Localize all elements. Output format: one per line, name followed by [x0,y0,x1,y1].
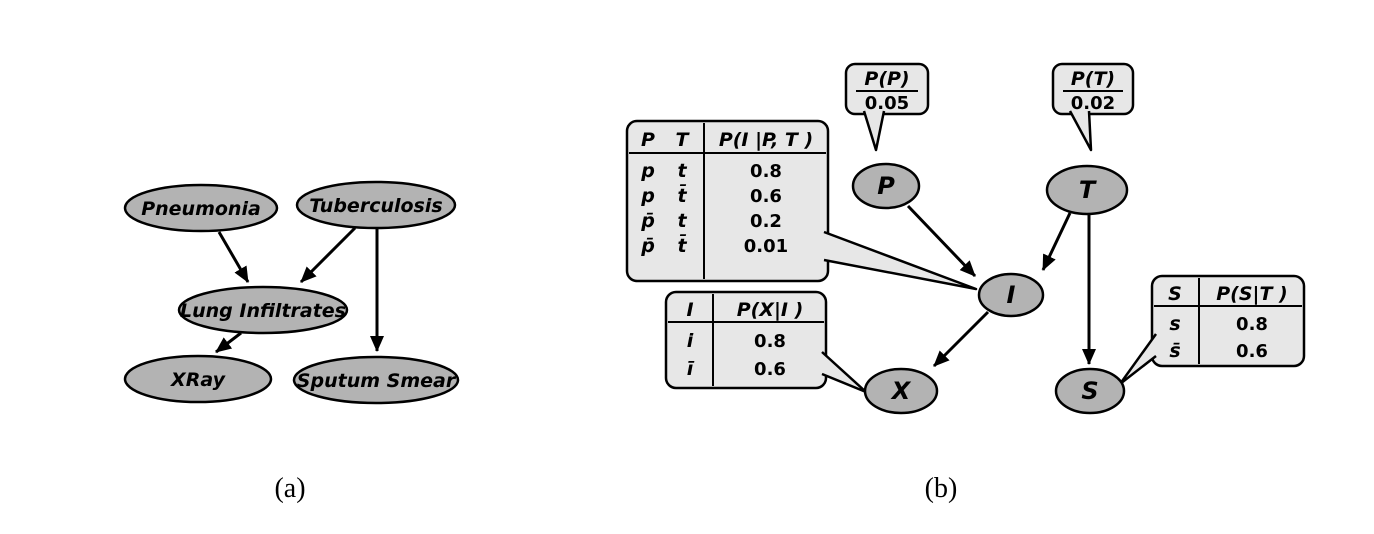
callout-prior-p: P(P) 0.05 [844,62,930,152]
sputum-smear-ellipse [292,355,460,405]
node-i: I [977,272,1045,318]
node-p: P [851,162,921,210]
tuberculosis-ellipse [295,180,457,230]
cpt-i-r3-t: t [677,210,687,232]
cpt-x-bubble [664,290,828,390]
cpt-i-r3-p: p̄ [640,210,655,232]
cpt-s-bubble [1150,274,1306,368]
i-ellipse [977,272,1045,318]
edge-t-to-i [1041,212,1072,271]
edge-pneumonia-to-lung-infiltrates [217,231,250,283]
edge-i-to-x [932,310,990,368]
xray-label: XRay [170,369,227,391]
cpt-i-r1-val: 0.8 [750,161,782,182]
callout-cpt-i: P T P(I |P, T ) p t 0.8 p t̄ 0.6 p̄ t 0.… [625,119,978,291]
cpt-i-r4-val: 0.01 [744,236,788,257]
tuberculosis-label: Tuberculosis [309,195,442,217]
s-ellipse [1054,367,1126,415]
node-x: X [863,367,939,415]
prior-p-value: 0.05 [865,93,909,114]
cpt-i-bubble-tail [823,230,978,291]
node-t: T [1045,164,1129,216]
node-tuberculosis: Tuberculosis [295,180,457,230]
sputum-smear-label: Sputum Smear [297,370,457,392]
pneumonia-ellipse [123,183,279,233]
cpt-x-r2-val: 0.6 [754,359,786,380]
cpt-s-header-prob: P(S|T ) [1216,283,1288,305]
cpt-s-bubble-tail [1118,333,1158,386]
cpt-s-r2-val: 0.6 [1236,341,1268,362]
cpt-i-r4-p: p̄ [640,235,655,257]
cpt-i-r1-p: p [640,160,655,182]
caption-a: (a) [274,473,305,504]
cpt-s-r2-s: s̄ [1169,340,1180,362]
callout-prior-t: P(T) 0.02 [1051,62,1135,152]
t-label: T [1079,176,1097,204]
prior-p-title: P(P) [864,68,909,90]
cpt-i-r1-t: t [677,160,687,182]
cpt-x-r1-i: i [687,330,694,352]
cpt-i-r2-p: p [640,185,655,207]
s-label: S [1081,377,1098,405]
cpt-i-r3-val: 0.2 [750,211,782,232]
node-xray: XRay [123,354,273,404]
p-label: P [877,172,895,200]
panel-b: P(P) 0.05 P(T) 0.02 P T P(I |P, T ) [625,62,1306,504]
cpt-x-header-i: I [686,299,693,321]
t-ellipse [1045,164,1129,216]
cpt-i-header-prob: P(I |P, T ) [719,129,813,151]
prior-p-bubble-tail [862,110,886,152]
cpt-x-bubble-tail [821,351,868,394]
panel-a: Pneumonia Tuberculosis Lung Infiltrates … [123,180,460,504]
cpt-s-r1-s: s [1169,313,1180,335]
cpt-i-header-t: T [676,129,691,151]
cpt-x-r1-val: 0.8 [754,331,786,352]
callout-cpt-x: I P(X|I ) i 0.8 ī 0.6 [664,290,868,394]
cpt-x-r2-i: ī [687,358,695,380]
prior-t-value: 0.02 [1071,93,1115,114]
cpt-s-header-s: S [1168,283,1182,305]
node-pneumonia: Pneumonia [123,183,279,233]
xray-ellipse [123,354,273,404]
cpt-s-r1-val: 0.8 [1236,314,1268,335]
lung-infiltrates-label: Lung Infiltrates [180,300,346,322]
cpt-i-r2-val: 0.6 [750,186,782,207]
cpt-i-bubble [625,119,830,283]
edge-lung-infiltrates-to-xray [215,331,242,354]
x-label: X [890,377,912,405]
cpt-x-header-prob: P(X|I ) [737,299,804,321]
cpt-i-header-p: P [641,129,655,151]
prior-t-title: P(T) [1071,68,1115,90]
node-sputum-smear: Sputum Smear [292,355,460,405]
x-ellipse [863,367,939,415]
cpt-i-r2-t: t̄ [677,184,687,207]
node-s: S [1054,367,1126,415]
prior-p-bubble [844,62,930,116]
cpt-i-r4-t: t̄ [677,234,687,257]
p-ellipse [851,162,921,210]
caption-b: (b) [925,473,958,504]
lung-infiltrates-ellipse [177,285,349,335]
pneumonia-label: Pneumonia [141,198,261,220]
callout-cpt-s: S P(S|T ) s 0.8 s̄ 0.6 [1118,274,1306,386]
prior-t-bubble [1051,62,1135,116]
prior-t-bubble-tail [1068,110,1093,152]
edge-p-to-i [906,204,977,278]
edge-tuberculosis-to-lung-infiltrates [299,226,357,284]
i-label: I [1007,281,1016,309]
node-lung-infiltrates: Lung Infiltrates [177,285,349,335]
